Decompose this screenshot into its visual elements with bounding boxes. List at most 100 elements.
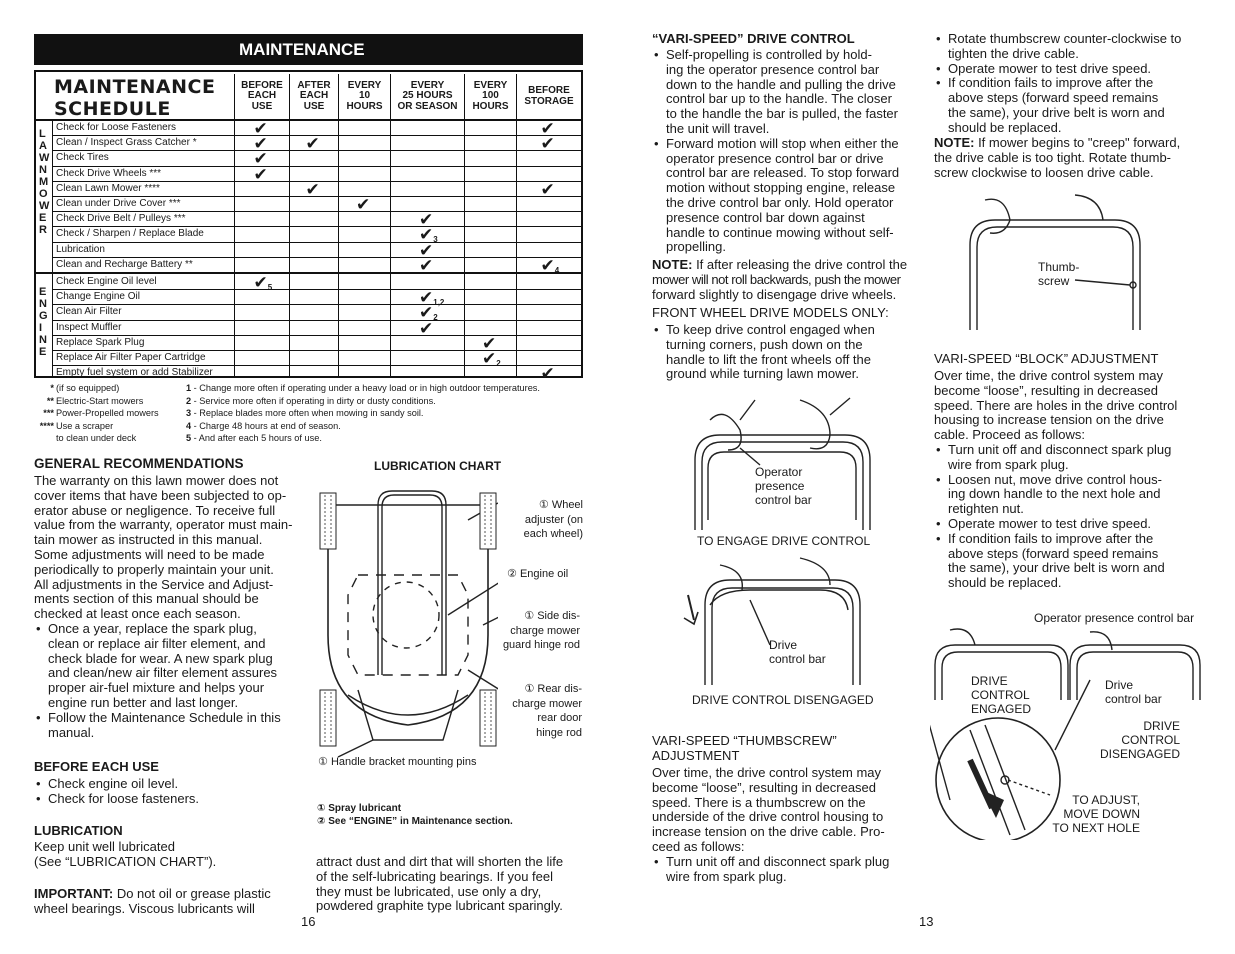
star-note: *(if so equipped)	[34, 382, 179, 395]
maintenance-banner: MAINTENANCE	[34, 34, 583, 65]
check-mark-note-number: 2	[433, 313, 438, 323]
label-wheel-line1: Wheel	[551, 499, 583, 511]
thumbscrew-line: Over time, the drive control system may	[652, 765, 882, 780]
thumbscrew-line: underside of the drive control housing t…	[652, 809, 884, 825]
label-rear-discharge: ① Rear dis- charge mower rear door hinge…	[493, 682, 582, 740]
general-bullet-line: Once a year, replace the spark plug,	[48, 620, 257, 636]
table-rule	[52, 226, 583, 228]
note2-line2: screw clockwise to loosen drive cable.	[934, 164, 1154, 180]
general-line: All adjustments in the Service and Adjus…	[34, 576, 274, 592]
schedule-row-label: Replace Spark Plug	[56, 336, 145, 348]
fig-opc-label: Operator presence control bar	[1034, 611, 1195, 625]
important-note: IMPORTANT: Do not oil or grease plastic	[34, 886, 271, 902]
general-line: cover items that have been subjected to …	[34, 487, 287, 503]
label-wheel-line2: adjuster (on	[524, 513, 583, 526]
general-bullet-line: clean or replace air filter element, and	[48, 635, 266, 651]
front-wheel-bullet-line: To keep drive control engaged when	[666, 322, 875, 337]
circled-one-icon: ①	[524, 610, 535, 622]
label-engine-oil-text: Engine oil	[519, 568, 569, 580]
attract-line: of the self-lubricating bearings. If you…	[316, 868, 554, 884]
note1-line1: mower will not roll backwards, push the …	[652, 271, 901, 287]
vari-bullet-line: Forward motion will stop when either the	[666, 135, 899, 151]
check-mark-icon: ✔	[253, 164, 268, 184]
thumbscrew-bullet-line: Turn unit off and disconnect spark plug	[666, 854, 890, 869]
star-notes: *(if so equipped)**Electric-Start mowers…	[34, 382, 179, 445]
legend-see-engine: See “ENGINE” in Maintenance section.	[328, 815, 513, 827]
circled-one-icon: ①	[538, 499, 549, 511]
table-rule	[52, 165, 583, 167]
thumbscrew-figure	[969, 194, 1141, 330]
column-header-line: STORAGE	[524, 95, 574, 107]
star-note-text: Electric-Start mowers	[56, 395, 144, 406]
before-each-use-heading: BEFORE EACH USE	[34, 759, 159, 774]
vari-speed-heading: “VARI-SPEED” DRIVE CONTROL	[652, 31, 855, 46]
label-wheel-line3: each wheel)	[523, 528, 583, 540]
table-rule	[52, 256, 583, 258]
table-rule	[289, 119, 290, 376]
schedule-title-line1: MAINTENANCE	[54, 76, 216, 98]
fig-operator-line3: control bar	[755, 493, 812, 507]
block-bullet-line: Operate mower to test drive speed.	[948, 515, 1152, 531]
block-line: cable. Proceed as follows:	[934, 427, 1086, 443]
fig-operator-line1: Operator	[755, 465, 803, 479]
check-mark-icon: ✔	[253, 149, 268, 169]
check-mark-icon: ✔	[540, 119, 555, 138]
label-rear-line3: rear door	[537, 712, 582, 724]
star-note: ****Use a scraper	[34, 420, 179, 433]
general-line: ments section of this manual should be	[34, 591, 259, 607]
check-mark-note-number: 3	[433, 235, 438, 245]
column-header-line: 25 HOURS	[402, 90, 453, 102]
star-marker	[34, 432, 56, 445]
numbered-notes: 1 - Change more often if operating under…	[186, 382, 586, 445]
thumbscrew-heading: VARI-SPEED “THUMBSCREW” ADJUSTMENT	[652, 733, 837, 764]
side-letter: N	[39, 334, 47, 346]
numbered-note-text: - Charge 48 hours at end of season.	[191, 420, 341, 431]
schedule-title-line2: SCHEDULE	[54, 98, 171, 120]
numbered-note: 1 - Change more often if operating under…	[186, 382, 586, 395]
column-header-line: AFTER	[297, 79, 331, 91]
block-bullet-line: If condition fails to improve after the	[948, 530, 1154, 546]
numbered-note: 4 - Charge 48 hours at end of season.	[186, 420, 586, 433]
thumbscrew-line: speed. There is a thumbscrew on the	[652, 794, 866, 810]
check-mark-note-number: 2	[496, 359, 501, 368]
table-rule	[338, 119, 339, 376]
thumbscrew-step-line: Rotate thumbscrew counter-clockwise to	[948, 31, 1182, 46]
numbered-note: 2 - Service more often if operating in d…	[186, 395, 586, 408]
block-line: housing to increase tension on the drive	[934, 412, 1164, 428]
vari-bullet-line: handle to continue mowing without self-	[666, 224, 894, 240]
fig-dcb-label: Drive control bar	[1105, 678, 1162, 706]
vari-bullet: Forward motion will stop when either the…	[652, 135, 922, 255]
column-header-line: OR SEASON	[397, 100, 458, 112]
thumbscrew-step-line: If condition fails to improve after the	[948, 75, 1154, 91]
fig-adj-line3: TO NEXT HOLE	[1052, 821, 1140, 835]
note-number: 2	[186, 395, 192, 406]
general-line: erator abuse or negligence. To receive f…	[34, 502, 276, 518]
table-rule	[464, 119, 465, 376]
fig-disengaged-caption: DRIVE CONTROL DISENGAGED	[692, 693, 874, 707]
lubrication-line2: (See “LUBRICATION CHART”).	[34, 854, 217, 869]
block-bullet-line: Loosen nut, move drive control hous-	[948, 471, 1162, 487]
table-rule	[52, 180, 583, 182]
page-number-left: 16	[301, 914, 316, 929]
engage-drive-figure	[694, 397, 871, 530]
block-adjustment-list: Turn unit off and disconnect spark plugw…	[934, 442, 1204, 591]
star-note-text: to clean under deck	[56, 433, 137, 443]
side-letter: A	[39, 140, 47, 152]
label-engine-oil: ② Engine oil	[507, 567, 568, 582]
column-header-line: 100	[482, 90, 499, 102]
check-mark-icon: ✔2	[482, 349, 501, 368]
schedule-row-label: Clean Lawn Mower ****	[56, 182, 160, 194]
attract-line: they must be lubricated, use only a dry,	[316, 883, 542, 899]
front-wheel-list: To keep drive control engaged whenturnin…	[652, 322, 922, 382]
fig-drive-label: Drive control bar	[769, 638, 826, 666]
important-label: IMPORTANT:	[34, 886, 114, 901]
check-mark-icon: ✔1,2	[419, 288, 445, 308]
